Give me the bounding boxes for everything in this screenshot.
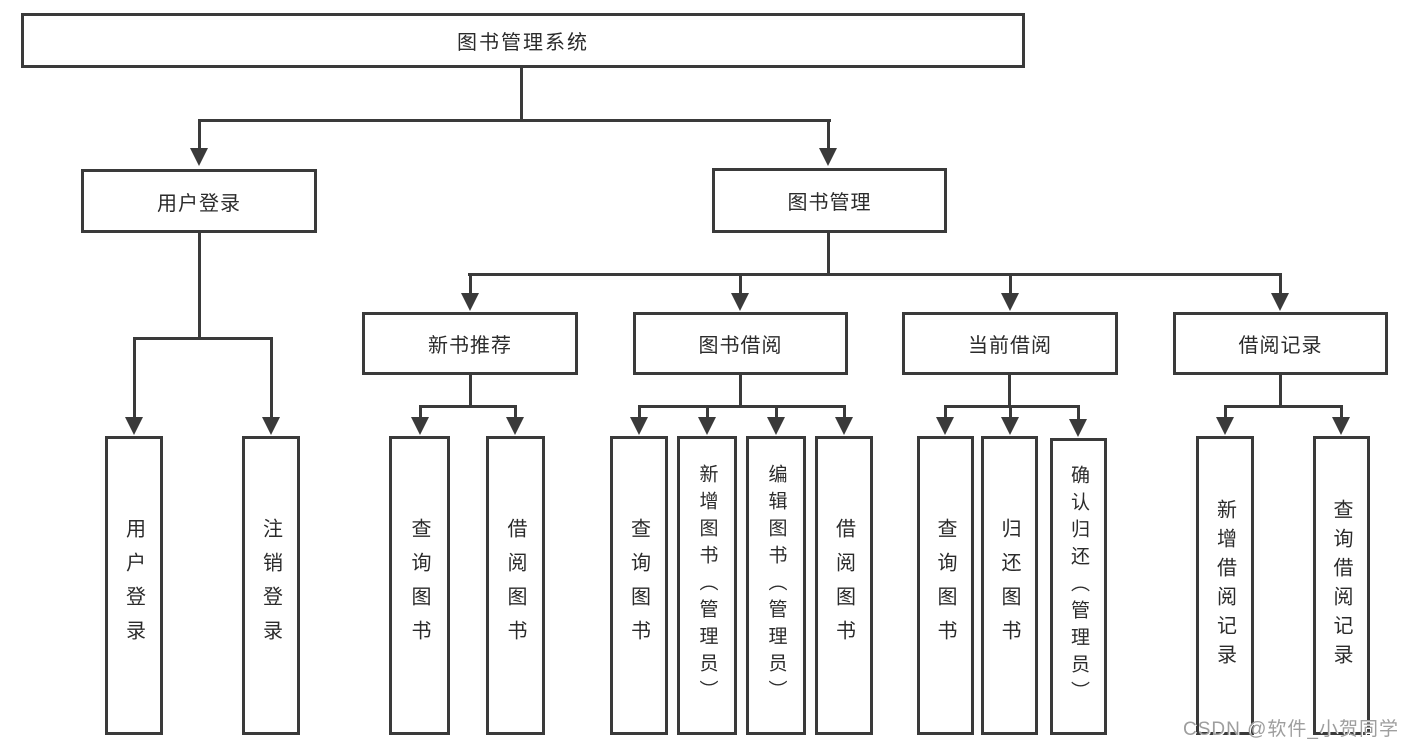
connector-line: [1224, 405, 1227, 419]
connector-line: [419, 405, 516, 408]
node-library-management-system: 图书管理系统: [21, 13, 1025, 68]
arrow-down-icon: [461, 293, 479, 311]
connector-line: [419, 405, 422, 419]
leaf-borrow-books: 借阅图书: [815, 436, 873, 735]
arrow-down-icon: [190, 148, 208, 166]
connector-line: [198, 119, 831, 122]
arrow-down-icon: [1216, 417, 1234, 435]
connector-line: [468, 273, 1281, 276]
node-current-borrowing: 当前借阅: [902, 312, 1118, 375]
arrow-down-icon: [731, 293, 749, 311]
connector-line: [1279, 375, 1282, 406]
leaf-logout: 注销登录: [242, 436, 300, 735]
leaf-confirm-return-admin: 确认归还（管理员）: [1050, 438, 1107, 735]
connector-line: [1279, 273, 1282, 295]
connector-line: [739, 375, 742, 406]
connector-line: [1009, 405, 1012, 419]
connector-line: [1224, 405, 1342, 408]
leaf-add-books-admin: 新增图书（管理员）: [677, 436, 737, 735]
connector-line: [198, 233, 201, 337]
connector-line: [514, 405, 517, 419]
arrow-down-icon: [506, 417, 524, 435]
node-borrowing-records: 借阅记录: [1173, 312, 1388, 375]
leaf-add-borrow-record: 新增借阅记录: [1196, 436, 1254, 735]
arrow-down-icon: [819, 148, 837, 166]
node-book-borrowing: 图书借阅: [633, 312, 848, 375]
connector-line: [1008, 375, 1011, 406]
connector-line: [706, 405, 709, 419]
arrow-down-icon: [1271, 293, 1289, 311]
connector-line: [520, 68, 523, 119]
connector-line: [1340, 405, 1343, 419]
leaf-query-books: 查询图书: [389, 436, 450, 735]
arrow-down-icon: [1001, 293, 1019, 311]
leaf-borrow-books: 借阅图书: [486, 436, 545, 735]
leaf-return-books: 归还图书: [981, 436, 1038, 735]
node-book-management: 图书管理: [712, 168, 947, 233]
leaf-query-books: 查询图书: [917, 436, 974, 735]
connector-line: [133, 337, 136, 417]
connector-line: [739, 273, 742, 295]
leaf-user-login: 用户登录: [105, 436, 163, 735]
connector-line: [469, 375, 472, 406]
leaf-edit-books-admin: 编辑图书（管理员）: [746, 436, 806, 735]
connector-line: [638, 405, 845, 408]
connector-line: [1009, 273, 1012, 295]
node-new-book-recommendation: 新书推荐: [362, 312, 578, 375]
arrow-down-icon: [1332, 417, 1350, 435]
connector-line: [843, 405, 846, 419]
node-user-login: 用户登录: [81, 169, 317, 233]
connector-line: [775, 405, 778, 419]
connector-line: [133, 337, 273, 340]
connector-line: [827, 233, 830, 273]
arrow-down-icon: [835, 417, 853, 435]
arrow-down-icon: [411, 417, 429, 435]
connector-line: [827, 119, 830, 150]
csdn-watermark: CSDN @软件_小贺同学: [1183, 719, 1399, 740]
arrow-down-icon: [630, 417, 648, 435]
leaf-query-borrow-record: 查询借阅记录: [1313, 436, 1370, 735]
arrow-down-icon: [1001, 417, 1019, 435]
leaf-query-books: 查询图书: [610, 436, 668, 735]
connector-line: [944, 405, 947, 419]
connector-line: [638, 405, 641, 419]
arrow-down-icon: [1069, 419, 1087, 437]
connector-line: [198, 119, 201, 150]
arrow-down-icon: [698, 417, 716, 435]
arrow-down-icon: [125, 417, 143, 435]
arrow-down-icon: [767, 417, 785, 435]
arrow-down-icon: [936, 417, 954, 435]
connector-line: [469, 273, 472, 295]
arrow-down-icon: [262, 417, 280, 435]
connector-line: [1077, 405, 1080, 419]
connector-line: [270, 337, 273, 417]
